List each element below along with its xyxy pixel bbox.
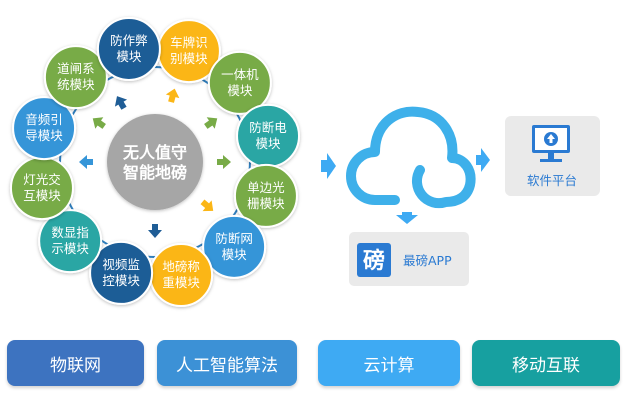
center-hub [107, 114, 203, 210]
software-platform-label: 软件平台 [527, 173, 577, 188]
badge-iot: 物联网 [7, 340, 144, 386]
module-label: 地磅称重模块 [162, 259, 200, 290]
module-node[interactable]: 一体机模块 [207, 50, 272, 115]
module-node[interactable]: 防断电模块 [236, 103, 301, 168]
module-node[interactable]: 防作弊模块 [96, 16, 161, 81]
cloud-icon [346, 106, 476, 209]
module-label: 数显指示模块 [51, 225, 89, 256]
app-label: 最磅APP [403, 253, 452, 268]
module-node[interactable]: 防断网模块 [202, 214, 267, 279]
module-circle[interactable] [89, 240, 154, 305]
module-label: 灯光交互模块 [23, 172, 61, 203]
inner-arrow [165, 88, 180, 103]
inner-arrow [217, 155, 231, 169]
module-node[interactable]: 单边光栅模块 [233, 163, 298, 228]
module-circle[interactable] [233, 163, 298, 228]
inner-arrow-group [79, 88, 231, 238]
module-label: 防作弊模块 [110, 33, 148, 64]
module-node[interactable]: 车牌识别模块 [156, 19, 221, 84]
module-label: 一体机模块 [221, 67, 259, 98]
badge-cloud-computing: 云计算 [318, 340, 460, 386]
module-label: 道闸系统模块 [57, 61, 95, 92]
inner-arrow [92, 117, 106, 129]
module-node[interactable]: 数显指示模块 [38, 209, 103, 274]
module-circle[interactable] [202, 214, 267, 279]
inner-arrow [79, 155, 93, 169]
arrow-right-to-platform [476, 148, 490, 172]
module-circle[interactable] [38, 209, 103, 274]
module-node[interactable]: 道闸系统模块 [43, 45, 108, 110]
module-circle[interactable] [43, 45, 108, 110]
module-label: 音频引导模块 [25, 112, 63, 143]
inner-arrow [200, 199, 214, 212]
module-label: 防断网模块 [215, 231, 253, 262]
module-label: 防断电模块 [249, 120, 287, 151]
module-node[interactable]: 音频引导模块 [12, 96, 77, 161]
module-circle[interactable] [96, 16, 161, 81]
module-circle[interactable] [207, 50, 272, 115]
module-node[interactable]: 地磅称重模块 [149, 243, 214, 308]
app-icon [357, 243, 391, 277]
inner-arrow [114, 96, 128, 110]
arrow-right-to-cloud [321, 153, 336, 179]
module-label: 视频监控模块 [102, 257, 140, 288]
module-circle[interactable] [12, 96, 77, 161]
badge-ai-algorithm: 人工智能算法 [157, 340, 297, 386]
module-label: 车牌识别模块 [170, 35, 208, 66]
inner-arrow [204, 117, 218, 129]
module-node[interactable]: 灯光交互模块 [9, 156, 74, 221]
app-icon-char: 磅 [363, 248, 385, 274]
badge-mobile-internet: 移动互联 [472, 340, 620, 386]
module-group: 车牌识别模块一体机模块防断电模块单边光栅模块防断网模块地磅称重模块视频监控模块数… [9, 16, 301, 308]
center-label: 无人值守智能地磅 [122, 143, 187, 182]
inner-arrow [148, 224, 162, 238]
module-label: 单边光栅模块 [247, 180, 285, 211]
arrow-down-to-app [396, 212, 418, 224]
module-node[interactable]: 视频监控模块 [89, 240, 154, 305]
monitor-icon [532, 125, 570, 162]
